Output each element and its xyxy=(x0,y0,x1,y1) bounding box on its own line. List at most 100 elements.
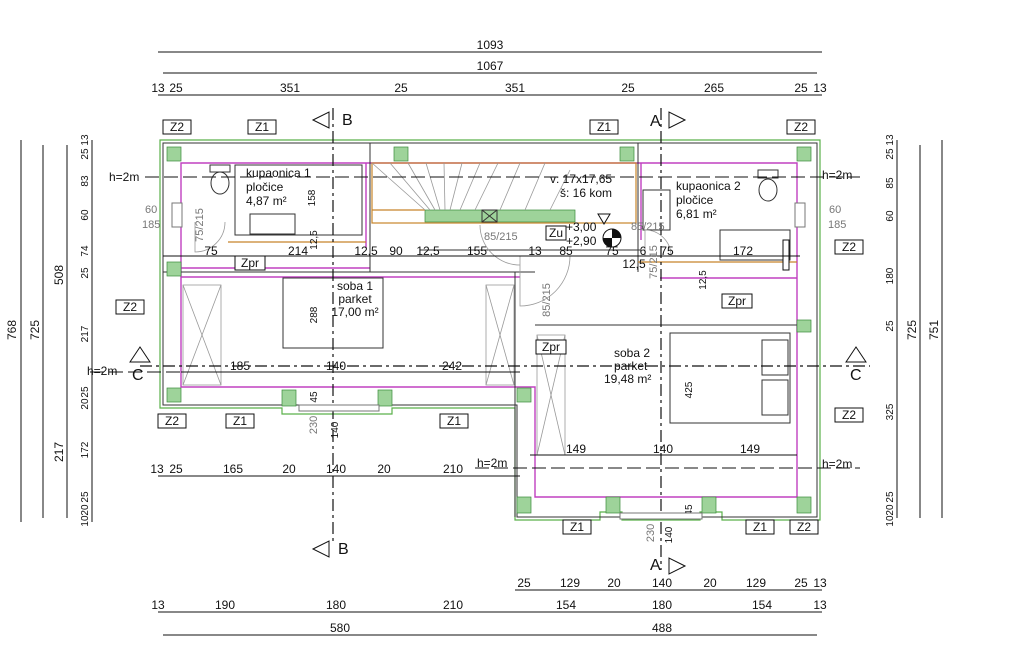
pillow xyxy=(761,339,789,376)
room-area-bath2: 6,81 m² xyxy=(676,207,717,221)
dim-row-a: 75 xyxy=(204,244,218,258)
window-bottom xyxy=(298,404,380,412)
column xyxy=(281,389,297,407)
dim-bottom-1: 25 xyxy=(794,576,808,590)
level-marker: +3,00 +2,90 xyxy=(566,220,622,248)
tag-z1-label: Z1 xyxy=(233,414,247,428)
dim-right-chain: 25 xyxy=(885,148,896,160)
dim-left-3: 508 xyxy=(52,265,66,285)
stair-outline xyxy=(371,162,637,224)
section-arrow-c-left xyxy=(129,346,151,363)
dim-inner: 1067 xyxy=(477,59,504,73)
dim-seg: 13 xyxy=(151,81,165,95)
height-label: h=2m xyxy=(477,456,507,470)
tag-zpr-label: Zpr xyxy=(542,340,560,354)
tag-zpr-label: Zpr xyxy=(241,256,259,270)
section-arrow-a-top xyxy=(668,111,687,129)
stair-tread xyxy=(389,162,431,211)
room-finish-soba1: parket xyxy=(338,292,372,306)
section-label-c-right: C xyxy=(850,367,862,384)
stair-spec-1: v: 17x17,65 xyxy=(550,172,612,186)
bathroom-2: kupaonica 2 pločice 6,81 m² xyxy=(642,169,791,271)
inner-finish-line xyxy=(180,162,798,498)
right-dimensions: 751 725 13 25 85 60 180 25 325 25 20 10 xyxy=(885,134,943,527)
dim-right-chain: 25 xyxy=(885,491,896,503)
dim-left-chain: 20 xyxy=(80,504,91,516)
section-label-a-bottom: A xyxy=(650,557,661,574)
dim-row-a: 13 xyxy=(528,244,542,258)
pillow xyxy=(761,379,789,416)
room-finish-bath2: pločice xyxy=(676,193,714,207)
column xyxy=(166,387,182,403)
tag-z1 xyxy=(439,413,469,429)
section-label-a-top: A xyxy=(650,113,661,130)
stair-post xyxy=(481,209,498,223)
dim-row-a: 172 xyxy=(733,244,753,258)
toilet xyxy=(210,171,230,195)
tag-z1-label: Z1 xyxy=(570,520,584,534)
tag-z2-label: Z2 xyxy=(165,414,179,428)
window-tags: Z2 Z1 Z1 Z2 Z2 Z2 Z2 Z2 Z1 Z1 Z1 Z1 Z2 Z… xyxy=(115,119,864,535)
stair-tread xyxy=(425,162,441,211)
opening-label: 75/215 xyxy=(648,245,660,279)
dim-left-outer: 768 xyxy=(5,320,19,340)
tag-z2-label: Z2 xyxy=(797,520,811,534)
column xyxy=(516,496,532,514)
tag-z2 xyxy=(157,413,187,429)
section-arrow-a-bottom xyxy=(668,557,687,575)
opening-label: 85/215 xyxy=(484,231,518,243)
tag-z1-label: Z1 xyxy=(255,120,269,134)
dim-right-2: 725 xyxy=(905,320,919,340)
dim-bottom-1: 25 xyxy=(517,576,531,590)
dim-total: 1093 xyxy=(477,38,504,52)
level-upper: +3,00 xyxy=(566,220,597,234)
level-lower: +2,90 xyxy=(566,234,597,248)
door-swing xyxy=(644,229,672,257)
dim-bottom-1: 13 xyxy=(813,576,827,590)
column xyxy=(393,146,409,162)
dim-row-c: 13 xyxy=(150,462,164,476)
height-label: h=2m xyxy=(822,168,852,182)
dim-seg: 13 xyxy=(813,81,827,95)
dim-left-chain: 25 xyxy=(80,267,91,279)
dim-vertical: 288 xyxy=(309,306,320,323)
tag-zu-label: Zu xyxy=(549,226,563,240)
column xyxy=(701,496,717,514)
washbasin xyxy=(642,189,671,231)
column xyxy=(619,146,635,162)
room-name-bath2: kupaonica 2 xyxy=(676,179,741,193)
stair-beam xyxy=(424,209,576,223)
dim-row-d: 149 xyxy=(740,442,760,456)
tag-z1-label: Z1 xyxy=(447,414,461,428)
dim-left-chain: 25 xyxy=(80,386,91,398)
dim-left-chain: 20 xyxy=(80,398,91,410)
bed xyxy=(669,332,791,424)
column xyxy=(166,146,182,162)
section-axes: B B A A C C xyxy=(129,108,870,575)
tag-z2 xyxy=(786,119,816,135)
dim-row-c: 20 xyxy=(282,462,296,476)
wardrobe xyxy=(485,284,515,386)
opening-label: 75/215 xyxy=(194,208,206,242)
dim-row-c: 25 xyxy=(169,462,183,476)
tag-z1-label: Z1 xyxy=(597,120,611,134)
room-finish-bath1: pločice xyxy=(246,180,284,194)
tag-z1 xyxy=(562,519,592,535)
windows-side: 60 185 60 185 xyxy=(142,202,846,520)
column xyxy=(166,261,182,277)
left-dimensions: 768 725 508 217 13 25 83 60 74 25 217 25… xyxy=(5,134,93,527)
dim-right-chain: 10 xyxy=(885,515,896,527)
outer-wall xyxy=(162,142,818,518)
dim-row-a: 75 xyxy=(660,244,674,258)
tag-z2-label: Z2 xyxy=(842,240,856,254)
column xyxy=(796,496,812,514)
tag-z2 xyxy=(789,519,819,535)
dim-left-4: 217 xyxy=(52,442,66,462)
window-right xyxy=(794,202,806,228)
window-width: 60 xyxy=(145,204,157,216)
dim-row-a: 12,5 xyxy=(416,244,440,258)
room-name-soba2: soba 2 xyxy=(614,346,650,360)
room-name-bath1: kupaonica 1 xyxy=(246,166,311,180)
outer-insulation-line xyxy=(159,139,821,521)
